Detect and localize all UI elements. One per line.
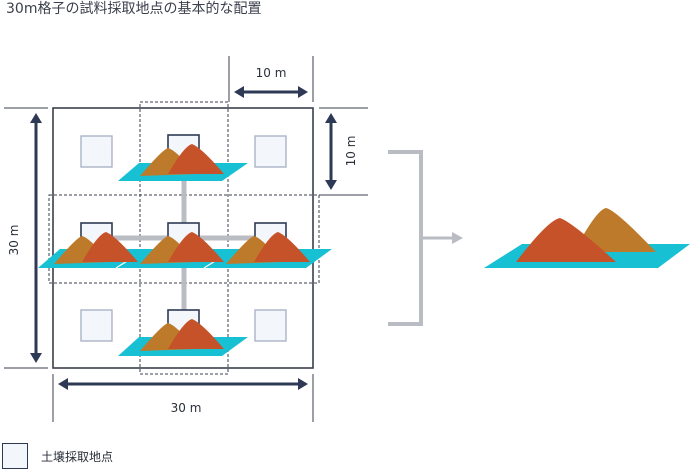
sample-square-bottom-left — [80, 309, 113, 342]
legend-square-icon — [2, 443, 28, 469]
legend-label: 土壌採取地点 — [41, 449, 114, 464]
combine-arrow-icon — [452, 232, 463, 244]
dim-label-grid-width: 30 m — [171, 401, 202, 415]
composite-mound-red — [516, 218, 616, 262]
composite-mound-orange — [574, 208, 656, 252]
sample-square-bottom-right — [254, 309, 287, 342]
dim-label-cell-width: 10 m — [256, 66, 287, 80]
combine-bracket — [388, 150, 423, 326]
sample-square-top-left — [80, 135, 113, 168]
legend: 土壌採取地点 — [2, 442, 113, 470]
sample-square-top-right — [254, 135, 287, 168]
dim-label-cell-height: 10 m — [344, 136, 358, 167]
grid-frame — [52, 107, 314, 369]
dim-label-grid-height: 30 m — [7, 225, 21, 256]
page-title: 30m格子の試料採取地点の基本的な配置 — [6, 1, 262, 17]
